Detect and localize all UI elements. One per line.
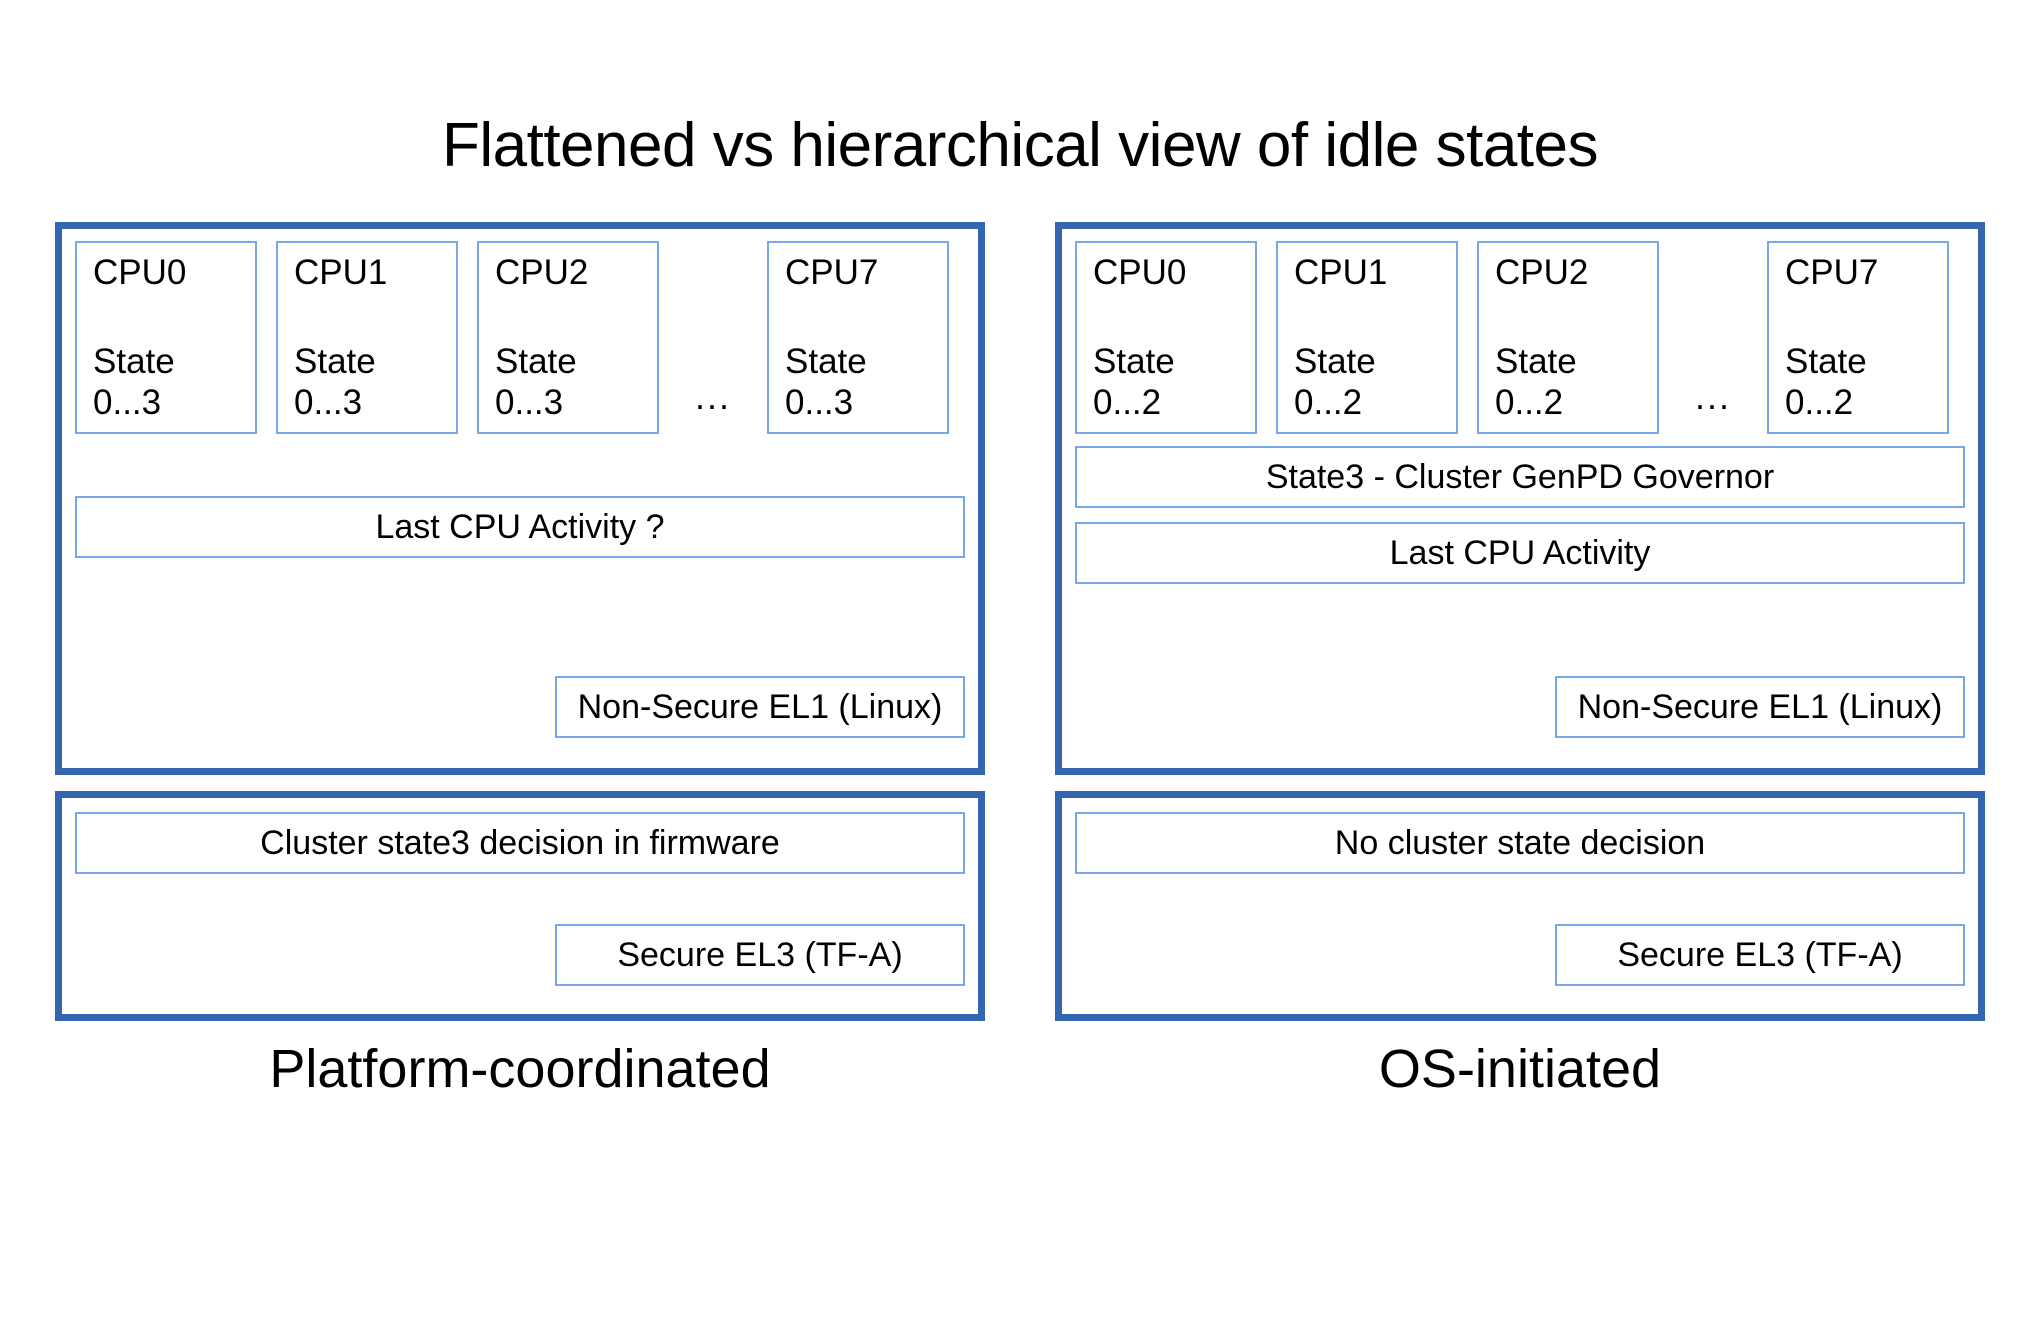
cpu-state: State 0...3 (495, 341, 577, 424)
caption-platform-coordinated: Platform-coordinated (269, 1039, 771, 1099)
page-title: Flattened vs hierarchical view of idle s… (441, 111, 1599, 180)
column-platform-coordinated: CPU0 State 0...3 CPU1 State 0...3 CPU2 S… (55, 222, 985, 1021)
cpu-box-cpu7-right[interactable]: CPU7 State 0...2 (1767, 241, 1949, 434)
cpu-label: CPU1 (294, 253, 388, 292)
caption-os-initiated: OS-initiated (1378, 1039, 1662, 1099)
cpu-state-label: State (495, 342, 577, 381)
exception-level-label-el1-right: Non-Secure EL1 (Linux) (1555, 676, 1965, 738)
last-cpu-activity-bar-right[interactable]: Last CPU Activity (1075, 522, 1965, 584)
cpu-label: CPU1 (1294, 253, 1388, 292)
cpu-box-cpu1-left[interactable]: CPU1 State 0...3 (276, 241, 458, 434)
cpu-state-range: 0...3 (785, 383, 854, 423)
cpu-state-label: State (1785, 342, 1867, 381)
cpu-state-range: 0...2 (1495, 383, 1564, 423)
cpu-label: CPU7 (785, 253, 879, 292)
cpu-box-cpu2-right[interactable]: CPU2 State 0...2 (1477, 241, 1659, 434)
cluster-decision-bar-right[interactable]: No cluster state decision (1075, 812, 1965, 874)
cpu-state-range: 0...3 (294, 383, 363, 423)
cluster-decision-bar-left[interactable]: Cluster state3 decision in firmware (75, 812, 965, 874)
cpu-label: CPU0 (1093, 253, 1187, 292)
cpu-box-cpu0-right[interactable]: CPU0 State 0...2 (1075, 241, 1257, 434)
cpu-label: CPU7 (1785, 253, 1879, 292)
cpu-state: State 0...3 (294, 341, 376, 424)
cpu-box-cpu0-left[interactable]: CPU0 State 0...3 (75, 241, 257, 434)
os-panel-left: CPU0 State 0...3 CPU1 State 0...3 CPU2 S… (55, 222, 985, 775)
cpu-state-range: 0...3 (93, 383, 162, 423)
cpu-state: State 0...2 (1495, 341, 1577, 424)
cpu-label: CPU2 (1495, 253, 1589, 292)
cpu-state: State 0...3 (93, 341, 175, 424)
os-panel-right: CPU0 State 0...2 CPU1 State 0...2 CPU2 S… (1055, 222, 1985, 775)
cpu-state-label: State (294, 342, 376, 381)
cpu-state: State 0...2 (1093, 341, 1175, 424)
cpu-box-cpu1-right[interactable]: CPU1 State 0...2 (1276, 241, 1458, 434)
exception-level-label-el3-left: Secure EL3 (TF-A) (555, 924, 965, 986)
cpu-state-range: 0...2 (1785, 383, 1854, 423)
cpu-state-label: State (785, 342, 867, 381)
cpu-state-range: 0...3 (495, 383, 564, 423)
exception-level-label-el3-right: Secure EL3 (TF-A) (1555, 924, 1965, 986)
firmware-panel-right: No cluster state decision Secure EL3 (TF… (1055, 791, 1985, 1021)
cluster-genpd-governor-bar-right[interactable]: State3 - Cluster GenPD Governor (1075, 446, 1965, 508)
cpu-state-label: State (1294, 342, 1376, 381)
cpu-state-label: State (1495, 342, 1577, 381)
cpu-state-label: State (93, 342, 175, 381)
cpu-box-cpu7-left[interactable]: CPU7 State 0...3 (767, 241, 949, 434)
cpu-state: State 0...2 (1785, 341, 1867, 424)
firmware-panel-left: Cluster state3 decision in firmware Secu… (55, 791, 985, 1021)
exception-level-label-el1-left: Non-Secure EL1 (Linux) (555, 676, 965, 738)
column-os-initiated: CPU0 State 0...2 CPU1 State 0...2 CPU2 S… (1055, 222, 1985, 1021)
cpu-ellipsis-left: ... (694, 376, 731, 417)
cpu-label: CPU0 (93, 253, 187, 292)
cpu-state-label: State (1093, 342, 1175, 381)
cpu-label: CPU2 (495, 253, 589, 292)
cpu-ellipsis-right: ... (1694, 376, 1731, 417)
cpu-state-range: 0...2 (1294, 383, 1363, 423)
cpu-state: State 0...3 (785, 341, 867, 424)
cpu-state-range: 0...2 (1093, 383, 1162, 423)
last-cpu-activity-bar-left[interactable]: Last CPU Activity ? (75, 496, 965, 558)
cpu-state: State 0...2 (1294, 341, 1376, 424)
cpu-box-cpu2-left[interactable]: CPU2 State 0...3 (477, 241, 659, 434)
cpu-row-right: CPU0 State 0...2 CPU1 State 0...2 CPU2 S… (1075, 241, 1965, 434)
cpu-row-left: CPU0 State 0...3 CPU1 State 0...3 CPU2 S… (75, 241, 965, 434)
